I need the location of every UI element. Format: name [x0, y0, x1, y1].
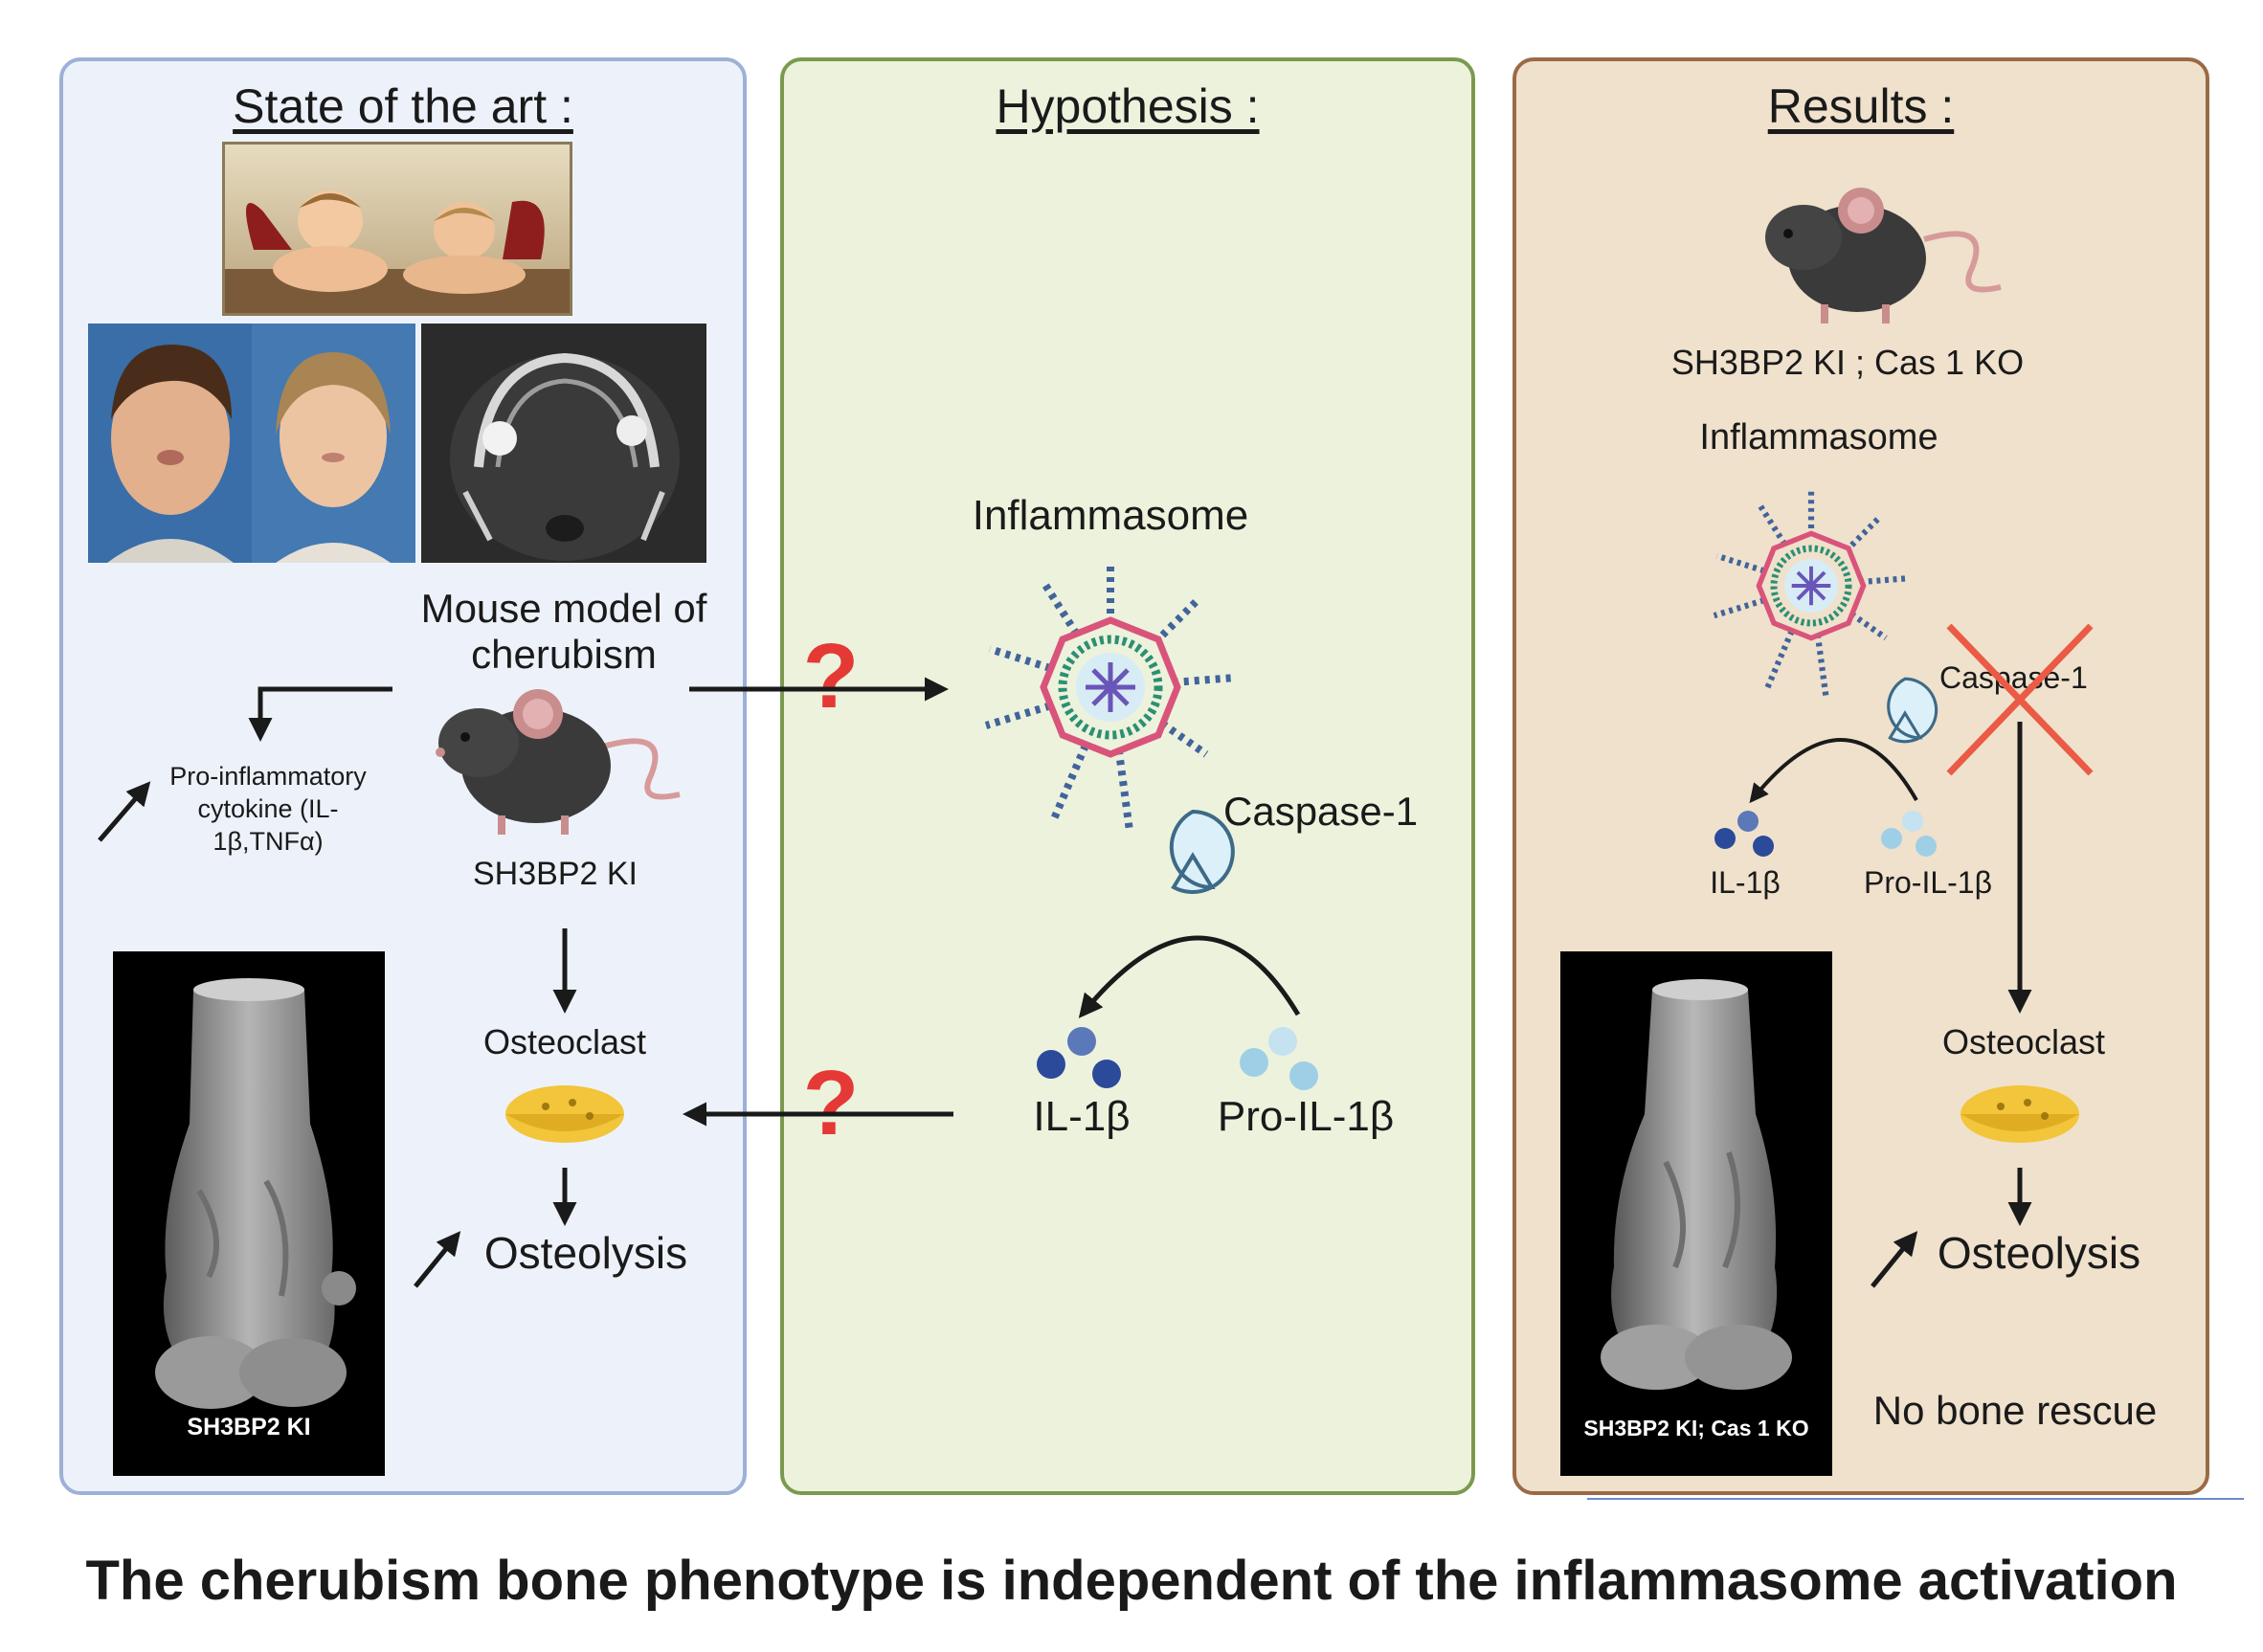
patient-photos [88, 324, 415, 563]
osteoclast-icon [505, 1085, 624, 1143]
results-mouse-label: SH3BP2 KI ; Cas 1 KO [1670, 343, 2025, 382]
results-il1b-molecules-icon [1714, 811, 1774, 857]
arrow-to-cytokine [248, 686, 392, 742]
results-mouse-icon [1765, 188, 2002, 324]
results-title: Results : [1767, 79, 1955, 133]
il1b-molecules-icon [1037, 1027, 1121, 1088]
results-osteoclast-label: Osteoclast [1941, 1022, 2106, 1061]
hypothesis-il1b-label: IL-1β [1033, 1093, 1131, 1140]
figure-caption: The cherubism bone phenotype is independ… [85, 1550, 2178, 1612]
results-inflammasome-icon [1713, 490, 1909, 699]
sh3bp2-ki-bone-image: SH3BP2 KI [113, 951, 385, 1476]
hypothesis-panel [780, 57, 1475, 1495]
results-osteolysis-label: Osteolysis [1937, 1228, 2141, 1278]
hypothesis-inflammasome-icon [984, 565, 1236, 832]
cas1-ko-bone-caption: SH3BP2 KI; Cas 1 KO [1583, 1416, 1809, 1440]
question-mark-bottom: ? [802, 1052, 860, 1154]
results-osteolysis-up-arrow [1871, 1231, 1918, 1288]
osteolysis-label: Osteolysis [483, 1228, 688, 1278]
no-bone-rescue-label: No bone rescue [1872, 1388, 2158, 1433]
hypothesis-title: Hypothesis : [996, 79, 1260, 133]
mouse-icon [436, 689, 681, 835]
hypothesis-inflammasome-label: Inflammasome [972, 492, 1249, 539]
results-pro-il1b-molecules-icon [1881, 811, 1937, 857]
results-inflammasome-label: Inflammasome [1699, 417, 1938, 458]
osteoclast-label: Osteoclast [482, 1022, 647, 1061]
cytokine-up-arrow [98, 781, 151, 842]
osteolysis-up-arrow [414, 1231, 461, 1288]
sh3bp2-ki-label: SH3BP2 KI [473, 856, 638, 892]
results-pro-il1b-label: Pro-IL-1β [1864, 865, 1992, 900]
results-caspase-icon [1887, 677, 1938, 744]
ct-scan-image [421, 324, 706, 563]
cherubs-painting [222, 142, 572, 316]
mouse-model-label: Mouse model of cherubism [420, 586, 707, 677]
question-mark-top: ? [802, 625, 860, 727]
cytokine-label: Pro-inflammatory cytokine (IL-1β,TNFα) [169, 762, 367, 856]
hypothesis-processing-arc [1078, 935, 1301, 1018]
caspase-knockout-cross-icon [1946, 623, 2094, 776]
pro-il1b-molecules-icon [1240, 1027, 1318, 1090]
hypothesis-pro-il1b-label: Pro-IL-1β [1217, 1093, 1395, 1140]
state-of-the-art-title: State of the art : [233, 79, 573, 133]
results-osteoclast-icon [1961, 1085, 2079, 1143]
cas1-ko-bone-image: SH3BP2 KI; Cas 1 KO [1560, 951, 1832, 1476]
results-il1b-label: IL-1β [1710, 865, 1781, 900]
hypothesis-caspase-label: Caspase-1 [1223, 789, 1419, 834]
results-processing-arc [1749, 738, 1918, 804]
hypothesis-caspase-icon [1169, 809, 1235, 894]
sh3bp2-ki-bone-caption: SH3BP2 KI [187, 1414, 311, 1440]
